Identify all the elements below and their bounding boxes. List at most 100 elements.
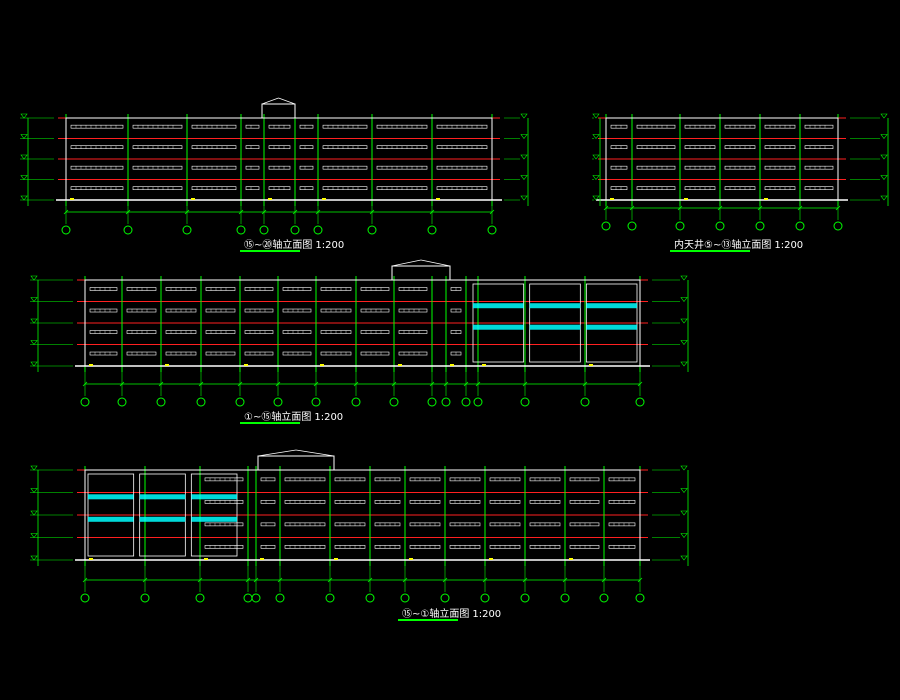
ground-accent — [589, 364, 593, 366]
window-strip — [204, 545, 244, 549]
level-triangle — [20, 195, 28, 201]
window-strip — [374, 522, 401, 527]
dimension-tick — [429, 381, 435, 387]
dimension-tick — [327, 577, 333, 583]
dimension-tick — [261, 209, 267, 215]
elevation-4-caption-underline — [398, 619, 458, 621]
ground-accent — [244, 364, 248, 366]
frame-bay — [87, 473, 135, 557]
level-triangle — [680, 488, 688, 493]
frame-bay — [472, 283, 525, 363]
dimension-tick — [315, 209, 321, 215]
frame-bay — [529, 283, 581, 363]
axis-bubble — [520, 593, 530, 603]
window-strip — [70, 165, 124, 170]
window-strip — [245, 145, 260, 149]
dimension-tick — [125, 209, 131, 215]
window-strip — [126, 287, 157, 291]
level-triangle — [30, 361, 38, 367]
level-triangle — [30, 488, 38, 493]
window-strip — [245, 165, 260, 170]
dimension-tick — [562, 577, 568, 583]
level-triangle — [592, 154, 600, 160]
ground-accent — [334, 558, 338, 560]
ground-accent — [320, 364, 324, 366]
window-strip — [205, 330, 236, 334]
window-strip — [126, 351, 157, 356]
window-strip — [204, 477, 244, 482]
window-strip — [205, 351, 236, 356]
window-strip — [398, 287, 428, 291]
axis-bubble — [182, 225, 192, 235]
window-strip — [245, 186, 260, 190]
elevation-2-drawing — [592, 113, 889, 231]
axis-bubble — [117, 397, 127, 407]
dimension-tick — [442, 577, 448, 583]
roof-tower — [257, 455, 335, 471]
dimension-tick — [367, 577, 373, 583]
roof-tower-ridge — [391, 259, 422, 267]
level-triangle — [30, 297, 38, 302]
spandrel-cyan — [529, 324, 581, 330]
spandrel-cyan — [139, 494, 186, 500]
dimension-tick — [677, 205, 683, 211]
level-triangle — [680, 318, 688, 324]
axis-bubble — [635, 397, 645, 407]
window-strip — [89, 330, 118, 334]
level-triangle — [680, 510, 688, 516]
axis-bubble — [715, 221, 725, 231]
window-strip — [191, 165, 237, 170]
dimension-tick — [82, 577, 88, 583]
dimension-tick — [835, 205, 841, 211]
dimension-tick — [522, 577, 528, 583]
ground-accent — [70, 198, 74, 200]
window-strip — [132, 124, 183, 129]
dimension-tick — [582, 381, 588, 387]
dimension-tick — [142, 577, 148, 583]
window-strip — [322, 186, 368, 190]
roof-tower-ridge — [257, 449, 297, 457]
level-triangle — [520, 154, 528, 160]
window-strip — [268, 124, 291, 129]
axis-bubble — [235, 397, 245, 407]
window-strip — [610, 165, 628, 170]
dimension-tick — [637, 381, 643, 387]
roof-tower-ridge — [261, 97, 279, 105]
elevation-3-drawing — [30, 259, 689, 407]
window-strip — [636, 124, 676, 129]
level-triangle — [880, 134, 888, 139]
axis-bubble — [755, 221, 765, 231]
window-strip — [132, 145, 183, 149]
axis-bubble — [480, 593, 490, 603]
dimension-tick — [245, 577, 251, 583]
window-strip — [126, 308, 157, 313]
window-strip — [89, 308, 118, 313]
axis-bubble — [601, 221, 611, 231]
window-strip — [132, 165, 183, 170]
window-strip — [569, 477, 600, 482]
elevation-2-title: 内天井⑤~⑬轴立面图 — [674, 240, 772, 251]
level-triangle — [592, 175, 600, 180]
window-strip — [398, 330, 428, 334]
dimension-tick — [429, 209, 435, 215]
dimension-tick — [629, 205, 635, 211]
axis-bubble — [400, 593, 410, 603]
axis-bubble — [195, 593, 205, 603]
window-strip — [569, 500, 600, 504]
level-triangle — [680, 533, 688, 538]
spandrel-cyan — [88, 516, 134, 522]
window-strip — [322, 124, 368, 129]
dimension-tick — [797, 205, 803, 211]
level-triangle — [880, 175, 888, 180]
elevation-4-drawing — [30, 449, 689, 603]
window-strip — [608, 500, 636, 504]
dimension-tick — [277, 577, 283, 583]
window-strip — [70, 145, 124, 149]
window-strip — [608, 477, 636, 482]
frame-bay — [585, 283, 638, 363]
ground-accent — [436, 198, 440, 200]
window-strip — [374, 500, 401, 504]
level-triangle — [680, 275, 688, 281]
window-strip — [260, 522, 276, 527]
